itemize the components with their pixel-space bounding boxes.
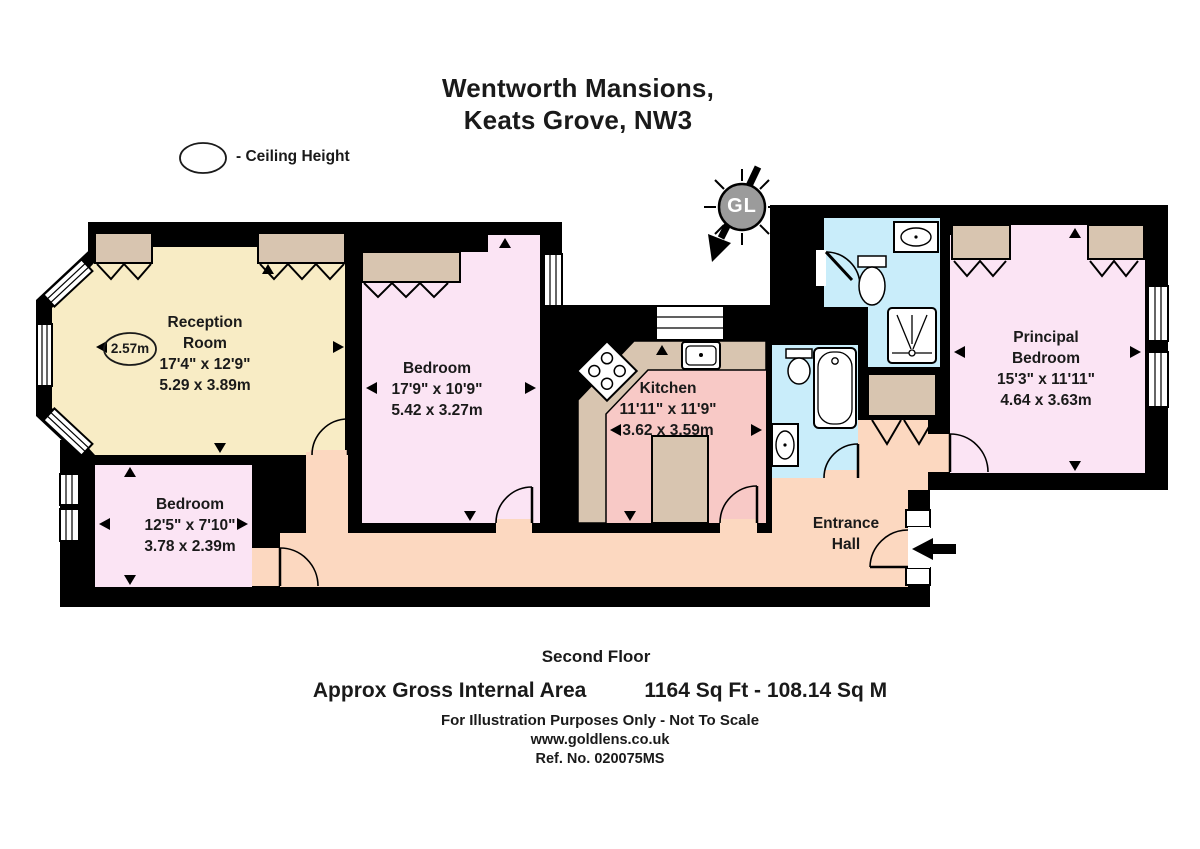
windows <box>36 253 1169 542</box>
doors <box>252 250 989 587</box>
door-icon <box>928 433 989 473</box>
area-value: 1164 Sq Ft - 108.14 Sq M <box>644 679 888 702</box>
disclaimer: For Illustration Purposes Only - Not To … <box>440 712 760 729</box>
bathtub-icon <box>813 347 857 429</box>
ceiling-height-oval <box>103 332 157 366</box>
room-dims-ft: 11'11" x 11'9" <box>619 401 717 418</box>
small-bedroom-floor <box>95 465 252 587</box>
toilet-icon <box>857 255 887 306</box>
ceiling-height-legend-label: - Ceiling Height <box>236 148 350 165</box>
room-name: Principal <box>1013 329 1079 346</box>
wardrobe-hanging-marks <box>96 259 1139 446</box>
toilet-icon <box>785 348 813 385</box>
principal-bedroom-label: Principal Bedroom 15'3" x 11'11" 4.64 x … <box>961 327 1131 411</box>
entrance-hall-label: Entrance Hall <box>776 513 916 555</box>
corridor-branch-floor <box>306 452 348 534</box>
entrance-arrow-icon <box>912 538 956 560</box>
kitchen-sink-icon <box>681 341 721 370</box>
window-icon <box>59 473 80 542</box>
room-name: Entrance <box>812 515 880 532</box>
reception-room-label: Reception Room 17'4" x 12'9" 5.29 x 3.89… <box>120 312 290 396</box>
bay-window-icon <box>36 258 94 457</box>
window-icon <box>1147 285 1169 408</box>
room-dims-m: 3.78 x 2.39m <box>144 538 236 555</box>
room-name: Hall <box>831 536 861 553</box>
compass <box>704 165 780 262</box>
reception-alcove <box>152 247 258 263</box>
basin-icon <box>893 221 939 253</box>
door-icon <box>252 547 319 587</box>
room-dims-ft: 17'4" x 12'9" <box>159 356 251 373</box>
room-dims-m: 3.62 x 3.59m <box>622 422 714 439</box>
compass-logo-label: GL <box>727 195 757 217</box>
wardrobe-icon <box>361 251 461 283</box>
wardrobe-icon <box>94 232 153 264</box>
principal-top-alcove <box>1010 225 1088 259</box>
website: www.goldlens.co.uk <box>530 732 670 748</box>
room-name: Kitchen <box>639 380 697 397</box>
compass-circle <box>717 182 767 232</box>
fixtures <box>575 221 939 467</box>
room-dims-m: 5.42 x 3.27m <box>391 402 483 419</box>
page-title: Wentworth Mansions, Keats Grove, NW3 <box>0 72 1156 136</box>
title-line1: Wentworth Mansions, <box>442 73 714 103</box>
basin-icon <box>771 423 799 467</box>
reception-room-floor <box>52 262 345 455</box>
room-dims-ft: 17'9" x 10'9" <box>391 381 483 398</box>
north-arrow-icon <box>708 234 731 262</box>
door-icon <box>719 485 759 533</box>
room-name: Reception <box>167 314 243 331</box>
wardrobe-icon <box>951 224 1011 260</box>
legend-ceiling-oval <box>179 142 227 174</box>
window-icon <box>655 305 725 341</box>
floor-label: Second Floor <box>541 647 651 666</box>
bedroom2-label: Bedroom 17'9" x 10'9" 5.42 x 3.27m <box>352 358 522 421</box>
room-floors <box>52 218 1145 587</box>
wardrobe-icon <box>1087 224 1145 260</box>
ceiling-height-value: 2.57m <box>110 341 150 356</box>
closet-icon <box>867 373 937 417</box>
door-icon <box>495 486 534 533</box>
room-dims-ft: 12'5" x 7'10" <box>144 517 236 534</box>
kitchen-island-icon <box>651 435 709 524</box>
entrance-door-icon <box>869 509 931 586</box>
wardrobes <box>94 224 1145 417</box>
area-label: Approx Gross Internal Area <box>312 679 587 702</box>
room-dims-ft: 15'3" x 11'11" <box>997 371 1095 388</box>
stove-icon <box>575 339 639 403</box>
wardrobe-icon <box>257 232 346 264</box>
window-icon <box>543 253 563 307</box>
kitchen-label: Kitchen 11'11" x 11'9" 3.62 x 3.59m <box>583 378 753 441</box>
room-dims-m: 4.64 x 3.63m <box>1000 392 1092 409</box>
door-icon <box>823 443 860 482</box>
small-bedroom-label: Bedroom 12'5" x 7'10" 3.78 x 2.39m <box>105 494 275 557</box>
measurement-arrows <box>96 228 1141 585</box>
room-name: Room <box>183 335 227 352</box>
room-name: Bedroom <box>402 360 472 377</box>
corridor-hall-floor <box>280 420 928 587</box>
room-dims-m: 5.29 x 3.89m <box>159 377 251 394</box>
bedroom2-floor <box>362 235 540 523</box>
room-name: Bedroom <box>155 496 225 513</box>
area-line: Approx Gross Internal Area 1164 Sq Ft - … <box>0 679 1200 703</box>
reference-number: Ref. No. 020075MS <box>535 751 665 767</box>
title-line2: Keats Grove, NW3 <box>463 105 693 135</box>
room-name: Bedroom <box>1011 350 1081 367</box>
shower-icon <box>887 307 937 364</box>
door-icon <box>310 418 350 464</box>
principal-bedroom-floor <box>950 235 1145 473</box>
